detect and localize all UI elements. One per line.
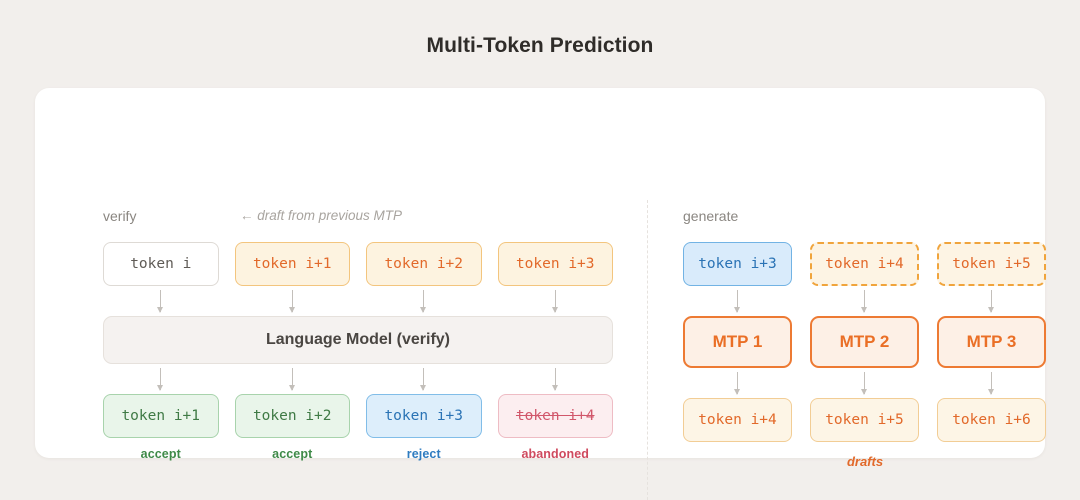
- generate-output-cell: token i+6: [937, 398, 1046, 442]
- arrow-down-icon: [734, 372, 740, 395]
- status-badge: reject: [406, 447, 441, 461]
- token-box[interactable]: token i+1: [234, 242, 350, 286]
- token-box[interactable]: token i+4: [810, 242, 919, 286]
- arrow-cell: [103, 364, 219, 394]
- arrow-cell: [366, 364, 482, 394]
- arrow-down-icon: [551, 290, 558, 313]
- mtp-row: MTP 1 MTP 2 MTP 3: [683, 316, 1047, 368]
- generate-output-cell: token i+5: [810, 398, 919, 442]
- generate-input-cell: token i+4: [810, 242, 919, 286]
- generate-input-row: token i+3 token i+4 token i+5: [683, 242, 1047, 286]
- verify-output-cell: token i+2 accept: [234, 394, 350, 461]
- arrow-down-icon: [420, 368, 427, 391]
- token-box[interactable]: token i+4: [497, 394, 613, 438]
- token-box[interactable]: token i+5: [810, 398, 919, 442]
- arrow-cell: [366, 286, 482, 316]
- arrow-down-icon: [551, 368, 558, 391]
- token-box[interactable]: token i+3: [366, 394, 482, 438]
- token-box[interactable]: token i+3: [683, 242, 792, 286]
- arrow-cell: [235, 286, 351, 316]
- verify-output-cell: token i+1 accept: [103, 394, 219, 461]
- token-box[interactable]: token i: [103, 242, 219, 286]
- arrow-cell: [683, 368, 792, 398]
- generate-arrows-bottom: [683, 368, 1047, 398]
- verify-input-cell: token i+2: [366, 242, 482, 286]
- arrow-cell: [810, 368, 919, 398]
- language-model-bar[interactable]: Language Model (verify): [103, 316, 613, 364]
- token-box[interactable]: token i+3: [497, 242, 613, 286]
- diagram-card: verify ← draft from previous MTP token i…: [35, 88, 1046, 500]
- arrow-down-icon: [420, 290, 427, 313]
- verify-input-cell: token i: [103, 242, 219, 286]
- arrow-down-icon: [861, 290, 867, 313]
- token-box[interactable]: token i+1: [103, 394, 219, 438]
- arrow-down-icon: [734, 290, 740, 313]
- generate-input-cell: token i+3: [683, 242, 792, 286]
- token-box[interactable]: token i+2: [366, 242, 482, 286]
- generate-arrows-top: [683, 286, 1047, 316]
- arrow-down-icon: [157, 368, 164, 391]
- mtp-cell: MTP 2: [810, 316, 919, 368]
- arrow-down-icon: [157, 290, 164, 313]
- status-badge: accept: [140, 447, 181, 461]
- arrow-cell: [103, 286, 219, 316]
- verify-input-cell: token i+3: [497, 242, 613, 286]
- arrow-down-icon: [988, 290, 994, 313]
- token-box[interactable]: token i+2: [234, 394, 350, 438]
- token-box[interactable]: token i+5: [937, 242, 1046, 286]
- arrow-cell: [498, 286, 614, 316]
- arrow-cell: [937, 286, 1046, 316]
- verify-arrows-top: [103, 286, 613, 316]
- mtp-cell: MTP 3: [937, 316, 1046, 368]
- generate-output-cell: token i+4: [683, 398, 792, 442]
- mtp-cell: MTP 1: [683, 316, 792, 368]
- arrow-cell: [235, 364, 351, 394]
- page-title: Multi-Token Prediction: [426, 34, 654, 57]
- status-badge: accept: [272, 447, 313, 461]
- arrow-down-icon: [988, 372, 994, 395]
- generate-input-cell: token i+5: [937, 242, 1046, 286]
- verify-input-row: token i token i+1 token i+2 token i+3: [103, 242, 613, 286]
- verify-panel: verify ← draft from previous MTP token i…: [103, 208, 613, 461]
- token-box[interactable]: token i+6: [937, 398, 1046, 442]
- arrow-cell: [810, 286, 919, 316]
- verify-panel-label: verify: [103, 208, 137, 224]
- arrow-cell: [683, 286, 792, 316]
- arrow-cell: [937, 368, 1046, 398]
- verify-output-row: token i+1 accept token i+2 accept token …: [103, 394, 613, 461]
- arrow-down-icon: [288, 368, 295, 391]
- verify-output-cell: token i+4 abandoned: [497, 394, 613, 461]
- mtp-box[interactable]: MTP 2: [810, 316, 919, 368]
- generate-output-row: token i+4 token i+5 token i+6: [683, 398, 1047, 442]
- draft-source-note: ← draft from previous MTP: [240, 208, 403, 223]
- verify-arrows-bottom: [103, 364, 613, 394]
- arrow-down-icon: [288, 290, 295, 313]
- verify-input-cell: token i+1: [234, 242, 350, 286]
- arrow-cell: [498, 364, 614, 394]
- mtp-box[interactable]: MTP 3: [937, 316, 1046, 368]
- status-badge: abandoned: [521, 447, 590, 461]
- generate-panel: generate token i+3 token i+4 token i+5: [683, 208, 1047, 469]
- arrow-down-icon: [861, 372, 867, 395]
- token-box[interactable]: token i+4: [683, 398, 792, 442]
- panel-divider: [647, 200, 648, 500]
- mtp-box[interactable]: MTP 1: [683, 316, 792, 368]
- verify-output-cell: token i+3 reject: [366, 394, 482, 461]
- generate-panel-label: generate: [683, 208, 739, 224]
- drafts-label: drafts: [846, 454, 884, 469]
